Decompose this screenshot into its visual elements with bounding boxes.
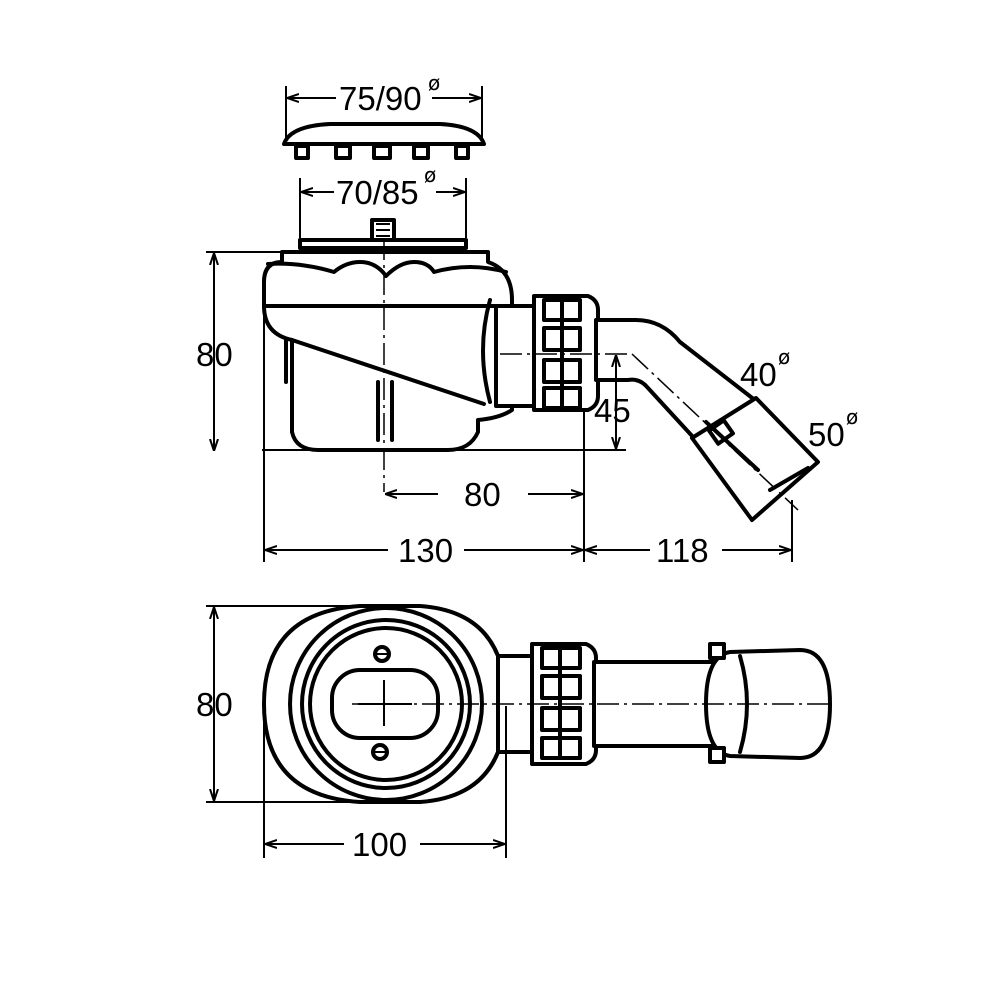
dim-overall-width-label: 130 xyxy=(398,532,453,569)
dim-cover-diameter-label: 75/90 xyxy=(339,80,422,117)
dim-axis-offset-label: 80 xyxy=(464,476,501,513)
dim-pipe-inner-label: 40 xyxy=(740,356,777,393)
dim-outlet-height-label: 45 xyxy=(594,392,631,429)
dim-side-height: 80 xyxy=(196,251,282,450)
diameter-symbol: ø xyxy=(846,405,858,429)
grate-flange xyxy=(298,218,468,250)
dim-outlet-length: 118 xyxy=(586,532,790,569)
angled-pipe xyxy=(594,318,820,522)
cover-plate xyxy=(282,122,486,160)
dim-top-height: 80 xyxy=(196,605,362,803)
pipe-diameter-labels: 40 ø 50 ø xyxy=(740,345,858,453)
dim-pipe-outer-label: 50 xyxy=(808,416,845,453)
dim-outlet-length-label: 118 xyxy=(656,532,709,569)
outlet-nut xyxy=(494,294,600,412)
side-view: 75/90 ø 70/85 ø 80 45 40 ø 50 ø xyxy=(196,71,858,569)
diameter-symbol: ø xyxy=(778,345,790,369)
dim-outlet-height: 45 xyxy=(594,356,631,448)
dim-grate-diameter-label: 70/85 xyxy=(336,174,419,211)
dim-cover-diameter: 75/90 ø xyxy=(285,71,483,142)
diameter-symbol: ø xyxy=(428,71,440,95)
top-centerlines xyxy=(352,680,830,726)
diameter-symbol: ø xyxy=(424,163,436,187)
drain-body xyxy=(262,250,514,452)
dim-top-height-label: 80 xyxy=(196,686,233,723)
side-centerlines xyxy=(262,238,799,511)
dim-top-width: 100 xyxy=(263,706,507,863)
pipe-top xyxy=(592,642,832,764)
top-view: 80 100 xyxy=(196,604,832,863)
dim-top-width-label: 100 xyxy=(352,826,407,863)
dim-grate-diameter: 70/85 ø xyxy=(299,163,467,238)
dim-overall-width: 130 xyxy=(266,532,582,569)
dim-side-height-label: 80 xyxy=(196,336,233,373)
dim-axis-offset: 80 xyxy=(386,476,582,513)
